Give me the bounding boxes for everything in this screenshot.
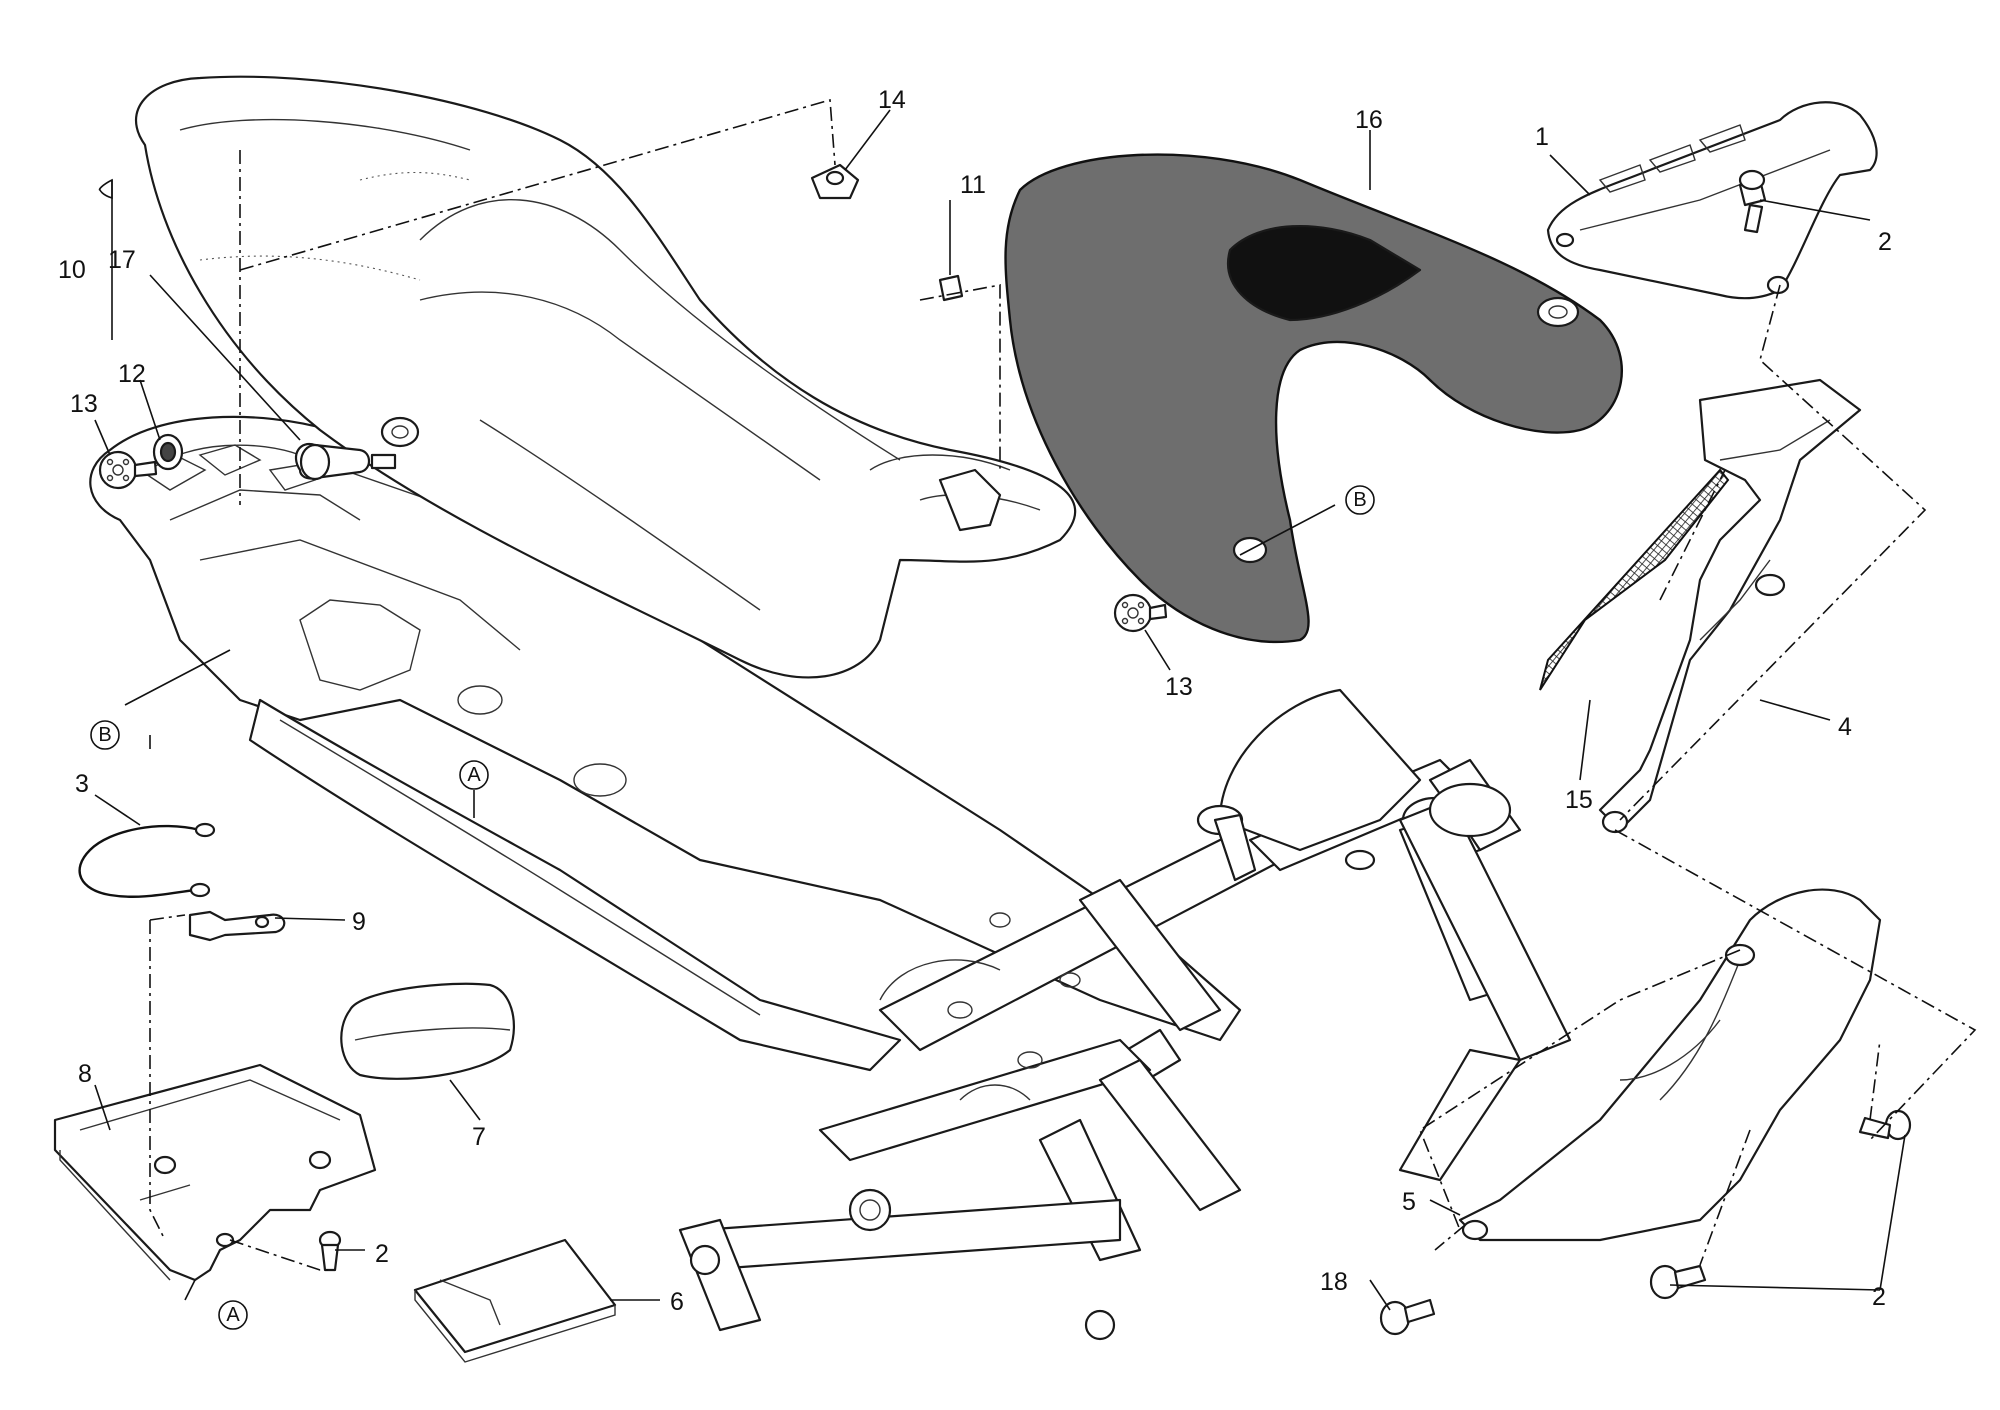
foam-pad	[340, 982, 515, 1080]
svg-text:B: B	[1353, 489, 1366, 511]
rubber-bumper	[810, 163, 860, 200]
seat-cable	[78, 822, 216, 898]
callout-17: 17	[108, 246, 136, 274]
callout-2-tray: 2	[375, 1240, 389, 1268]
leader-lines	[94, 109, 1906, 1311]
callout-13-right: 13	[1165, 673, 1193, 701]
screw-panel-1	[1738, 169, 1767, 234]
ref-a-bottom: A	[218, 1300, 248, 1330]
side-panel-middle	[1598, 378, 1862, 834]
callout-1: 1	[1535, 123, 1549, 151]
assembly-lines	[149, 98, 1977, 1271]
screw-18	[1379, 1298, 1436, 1336]
fastener-knob-left	[98, 450, 158, 490]
svg-text:A: A	[226, 1304, 240, 1326]
seat-cowl	[1004, 153, 1623, 644]
callout-18: 18	[1320, 1268, 1348, 1296]
callout-2-top: 2	[1878, 228, 1892, 256]
callout-16: 16	[1355, 106, 1383, 134]
callout-12: 12	[118, 360, 146, 388]
callout-15: 15	[1565, 786, 1593, 814]
ref-b-right: B	[1345, 485, 1375, 515]
callout-labels: 1 2 2 2 3 4 5 6 7 8 9 10 11 12 13 13 14 …	[58, 86, 1892, 1316]
callout-8: 8	[78, 1060, 92, 1088]
owner-manual	[413, 1238, 617, 1363]
callout-13-left: 13	[70, 390, 98, 418]
callout-7: 7	[472, 1123, 486, 1151]
screw-panel-5-lower	[1649, 1264, 1707, 1300]
callout-5: 5	[1402, 1188, 1416, 1216]
ref-b-left: B	[90, 720, 120, 750]
locking-pin	[294, 442, 397, 481]
frame-subframe	[89, 415, 1572, 1341]
bracket-clip	[188, 910, 286, 942]
rider-seat	[134, 75, 1077, 679]
callout-11: 11	[960, 171, 986, 199]
callout-10: 10	[58, 256, 86, 284]
ref-a-frame: A	[459, 760, 489, 790]
screw-tray	[318, 1230, 342, 1272]
fastener-knob-right	[1113, 593, 1168, 633]
svg-text:B: B	[98, 724, 111, 746]
callout-2-lower: 2	[1872, 1283, 1886, 1311]
callout-9: 9	[352, 908, 366, 936]
callout-3: 3	[75, 770, 89, 798]
reference-markers: B B A A	[90, 485, 1375, 1330]
side-panel-upper	[1546, 101, 1878, 300]
washer	[152, 433, 184, 471]
small-pad	[938, 274, 964, 302]
svg-text:A: A	[467, 764, 481, 786]
document-tray	[53, 1063, 377, 1282]
callout-14: 14	[878, 86, 906, 114]
mesh-grille	[1539, 468, 1730, 691]
callout-4: 4	[1838, 713, 1852, 741]
side-panel-lower	[1458, 888, 1882, 1242]
callout-6: 6	[670, 1288, 684, 1316]
